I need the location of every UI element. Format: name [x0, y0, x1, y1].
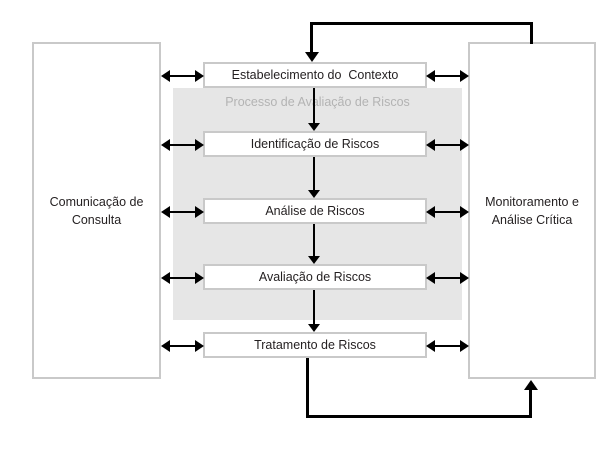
risk-assessment-region-label: Processo de Avaliação de Riscos [225, 95, 410, 109]
double-arrow-right-analyze [426, 205, 469, 219]
feedback-top-arrowhead-icon [305, 52, 319, 62]
feedback-bottom-arrowhead-icon [524, 380, 538, 390]
double-arrow-left-evaluate [161, 271, 204, 285]
arrowhead-right [195, 272, 204, 284]
double-arrow-left-identify [161, 138, 204, 152]
arrowhead-right [195, 139, 204, 151]
arrow-shaft [433, 277, 462, 279]
flow-arrowhead-evaluate-to-treat [308, 324, 320, 332]
process-box-risk-treatment[interactable]: Tratamento de Riscos [203, 332, 427, 358]
feedback-top-horizontal-segment [310, 22, 533, 25]
double-arrow-left-treat [161, 339, 204, 353]
arrowhead-right [460, 272, 469, 284]
arrowhead-left [426, 272, 435, 284]
flow-arrow-identify-to-analyze [313, 157, 315, 190]
arrowhead-right [460, 70, 469, 82]
panel-communication-consultation-label: Comunicação de Consulta [49, 194, 144, 227]
arrow-shaft [168, 345, 197, 347]
double-arrow-right-treat [426, 339, 469, 353]
arrow-shaft [433, 144, 462, 146]
arrow-shaft [433, 211, 462, 213]
arrowhead-right [460, 206, 469, 218]
process-box-risk-evaluation-label: Avaliação de Riscos [258, 270, 372, 284]
arrow-shaft [433, 75, 462, 77]
flow-arrowhead-identify-to-analyze [308, 190, 320, 198]
feedback-top-left-segment [310, 22, 313, 54]
arrowhead-left [426, 70, 435, 82]
process-box-risk-identification-label: Identificação de Riscos [250, 137, 380, 151]
flow-arrowhead-analyze-to-evaluate [308, 256, 320, 264]
arrowhead-left [426, 340, 435, 352]
process-box-establish-context[interactable]: Estabelecimento do Contexto [203, 62, 427, 88]
panel-communication-consultation[interactable]: Comunicação de Consulta [32, 42, 161, 379]
process-box-risk-treatment-label: Tratamento de Riscos [254, 338, 376, 352]
process-box-risk-identification[interactable]: Identificação de Riscos [203, 131, 427, 157]
arrowhead-right [195, 340, 204, 352]
feedback-top-right-segment [530, 22, 533, 44]
arrow-shaft [433, 345, 462, 347]
process-box-establish-context-label: Estabelecimento do Contexto [231, 68, 399, 82]
arrowhead-left [426, 206, 435, 218]
flow-arrow-evaluate-to-treat [313, 290, 315, 324]
process-box-risk-evaluation[interactable]: Avaliação de Riscos [203, 264, 427, 290]
panel-monitoring-review-label: Monitoramento e Análise Crítica [485, 194, 579, 227]
arrowhead-left [161, 272, 170, 284]
arrow-shaft [168, 277, 197, 279]
flow-arrowhead-context-to-identify [308, 123, 320, 131]
arrowhead-left [426, 139, 435, 151]
arrowhead-left [161, 340, 170, 352]
arrowhead-right [460, 139, 469, 151]
feedback-bottom-right-segment [529, 390, 532, 418]
double-arrow-right-evaluate [426, 271, 469, 285]
process-box-risk-analysis[interactable]: Análise de Riscos [203, 198, 427, 224]
double-arrow-right-context [426, 69, 469, 83]
flow-arrow-context-to-identify [313, 88, 315, 123]
double-arrow-right-identify [426, 138, 469, 152]
flow-arrow-analyze-to-evaluate [313, 224, 315, 256]
double-arrow-left-context [161, 69, 204, 83]
arrowhead-left [161, 139, 170, 151]
arrowhead-left [161, 206, 170, 218]
feedback-bottom-left-segment [306, 358, 309, 418]
arrow-shaft [168, 211, 197, 213]
arrowhead-right [195, 70, 204, 82]
panel-monitoring-review[interactable]: Monitoramento e Análise Crítica [468, 42, 596, 379]
double-arrow-left-analyze [161, 205, 204, 219]
arrowhead-left [161, 70, 170, 82]
arrow-shaft [168, 75, 197, 77]
process-box-risk-analysis-label: Análise de Riscos [265, 204, 365, 218]
arrowhead-right [460, 340, 469, 352]
arrow-shaft [168, 144, 197, 146]
feedback-bottom-horizontal-segment [306, 415, 532, 418]
arrowhead-right [195, 206, 204, 218]
